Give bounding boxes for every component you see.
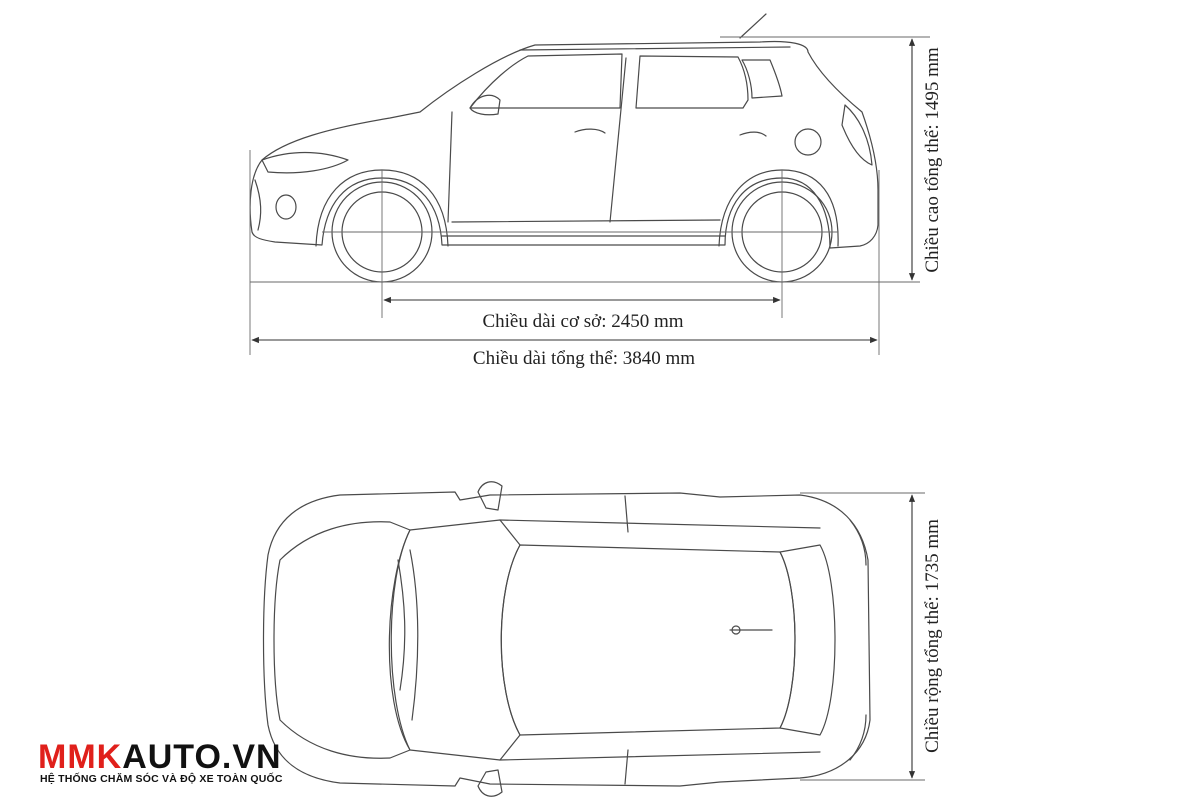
- overall-height-label: Chiều cao tổng thể: 1495 mm: [922, 47, 943, 273]
- car-top-view: [262, 481, 871, 797]
- brand-logo: MMKAUTO.VN HỆ THỐNG CHĂM SÓC VÀ ĐỘ XE TO…: [38, 738, 283, 785]
- top-dimension-lines: [800, 492, 925, 781]
- wheelbase-label: Chiều dài cơ sở: 2450 mm: [482, 311, 683, 332]
- svg-text:MMKAUTO.VN: MMKAUTO.VN: [38, 738, 282, 776]
- side-dimension-lines: [249, 36, 930, 355]
- overall-length-label: Chiều dài tổng thể: 3840 mm: [473, 348, 695, 369]
- logo-prefix: MMK: [38, 738, 122, 776]
- overall-width-label: Chiều rộng tổng thể: 1735 mm: [922, 519, 943, 753]
- logo-tagline: HỆ THỐNG CHĂM SÓC VÀ ĐỘ XE TOÀN QUỐC: [40, 771, 283, 785]
- car-side-view: [249, 13, 879, 283]
- logo-suffix: AUTO.VN: [122, 738, 281, 776]
